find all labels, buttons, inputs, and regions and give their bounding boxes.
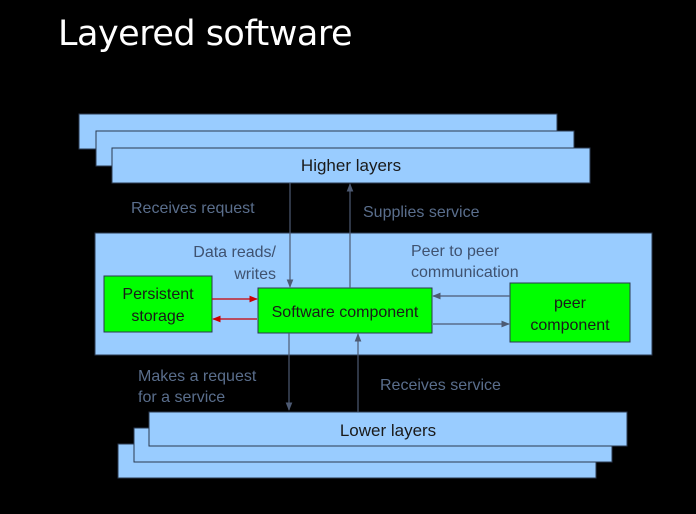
- makes-request-label-line2: for a service: [138, 389, 225, 406]
- supplies-service-label: Supplies service: [363, 204, 480, 221]
- peer-to-peer-label-line2: communication: [411, 264, 519, 281]
- peer-component-label-line2: component: [530, 317, 610, 334]
- higher-layers-label: Higher layers: [301, 156, 401, 175]
- lower-layers-label: Lower layers: [340, 421, 436, 440]
- persistent-storage-label-line1: Persistent: [122, 286, 194, 303]
- lower-layers-box: [148, 411, 628, 447]
- receives-service-label: Receives service: [380, 377, 501, 394]
- data-reads-writes-label-line2: writes: [233, 266, 276, 283]
- software-component-label: Software component: [272, 304, 419, 321]
- peer-component-box: peer component: [509, 282, 631, 343]
- data-reads-writes-label-line1: Data reads/: [193, 244, 276, 261]
- peer-to-peer-label-line1: Peer to peer: [411, 243, 500, 260]
- persistent-storage-box: Persistent storage: [103, 275, 213, 333]
- receives-request-label: Receives request: [131, 200, 255, 217]
- higher-layers-box: [111, 147, 591, 184]
- peer-component-label-line1: peer: [554, 295, 587, 312]
- higher-layers-stack: Higher layers: [78, 113, 591, 184]
- software-component-box: Software component: [257, 287, 433, 334]
- lower-layers-stack: Lower layers: [117, 411, 628, 479]
- persistent-storage-label-line2: storage: [131, 308, 184, 325]
- slide-title: Layered software: [58, 14, 353, 54]
- makes-request-label-line1: Makes a request: [138, 368, 257, 385]
